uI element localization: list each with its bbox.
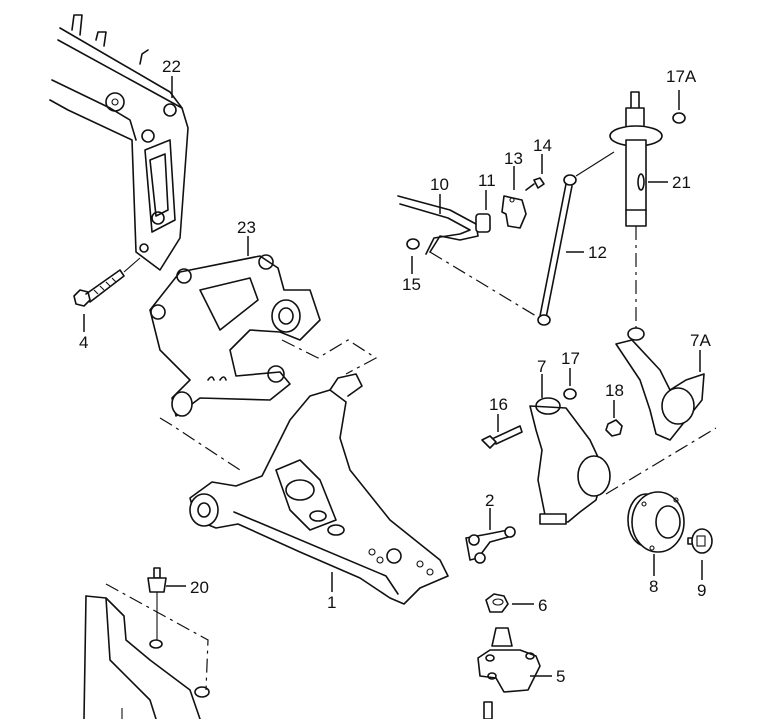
nut-part-15[interactable] (406, 238, 420, 250)
callout-7a: 7A (690, 331, 711, 350)
callout-12: 12 (588, 243, 607, 262)
callout-11: 11 (478, 171, 496, 190)
callout-17: 17 (561, 349, 580, 368)
callout-16: 16 (489, 395, 508, 414)
callout-23: 23 (237, 218, 256, 237)
callout-7: 7 (537, 357, 547, 376)
callout-2: 2 (485, 491, 495, 510)
callout-10: 10 (430, 175, 449, 194)
callout-13: 13 (504, 149, 523, 168)
callout-20: 20 (190, 578, 209, 597)
mount-line-b (159, 417, 241, 471)
stabilizer-bar-part-10[interactable] (397, 195, 479, 255)
stabilizer-link-part-12[interactable] (429, 151, 615, 326)
callout-8: 8 (649, 577, 659, 596)
nut-part-18[interactable] (605, 419, 623, 437)
bracket-part-23[interactable] (149, 254, 321, 417)
knuckle-part-7a[interactable] (615, 327, 705, 441)
ball-joint-part-5[interactable] (477, 627, 541, 719)
callout-18: 18 (605, 381, 624, 400)
knuckle-part-7[interactable] (529, 397, 611, 525)
callout-17a: 17A (666, 67, 697, 86)
strut-part-21[interactable] (609, 91, 663, 330)
callout-14: 14 (533, 136, 552, 155)
nut-part-17a[interactable] (672, 112, 686, 124)
callout-6: 6 (538, 596, 548, 615)
bolt-part-20[interactable] (147, 567, 167, 640)
bushing-part-11[interactable] (475, 213, 491, 233)
clamp-part-13[interactable] (501, 195, 527, 229)
callout-4: 4 (79, 333, 89, 352)
bolt-part-4[interactable] (73, 257, 141, 307)
hub-bolt-part-9[interactable] (687, 528, 713, 554)
bolt-part-14[interactable] (525, 177, 545, 191)
callout-1: 1 (327, 593, 337, 612)
body-panel (83, 583, 210, 719)
axis-line (605, 427, 717, 495)
bolt-part-16[interactable] (481, 425, 523, 449)
mount-line-a (281, 339, 378, 375)
control-arm-part-1[interactable] (189, 373, 449, 605)
nut-plate-part-2[interactable] (465, 526, 516, 564)
callout-22: 22 (162, 57, 181, 76)
nut-part-6[interactable] (485, 593, 509, 613)
callout-21: 21 (672, 173, 691, 192)
callout-15: 15 (402, 275, 421, 294)
callout-5: 5 (556, 667, 566, 686)
hub-part-8[interactable] (627, 491, 685, 553)
subframe-part-22[interactable] (49, 14, 189, 271)
nut-part-17[interactable] (563, 388, 577, 400)
callout-9: 9 (697, 581, 707, 600)
